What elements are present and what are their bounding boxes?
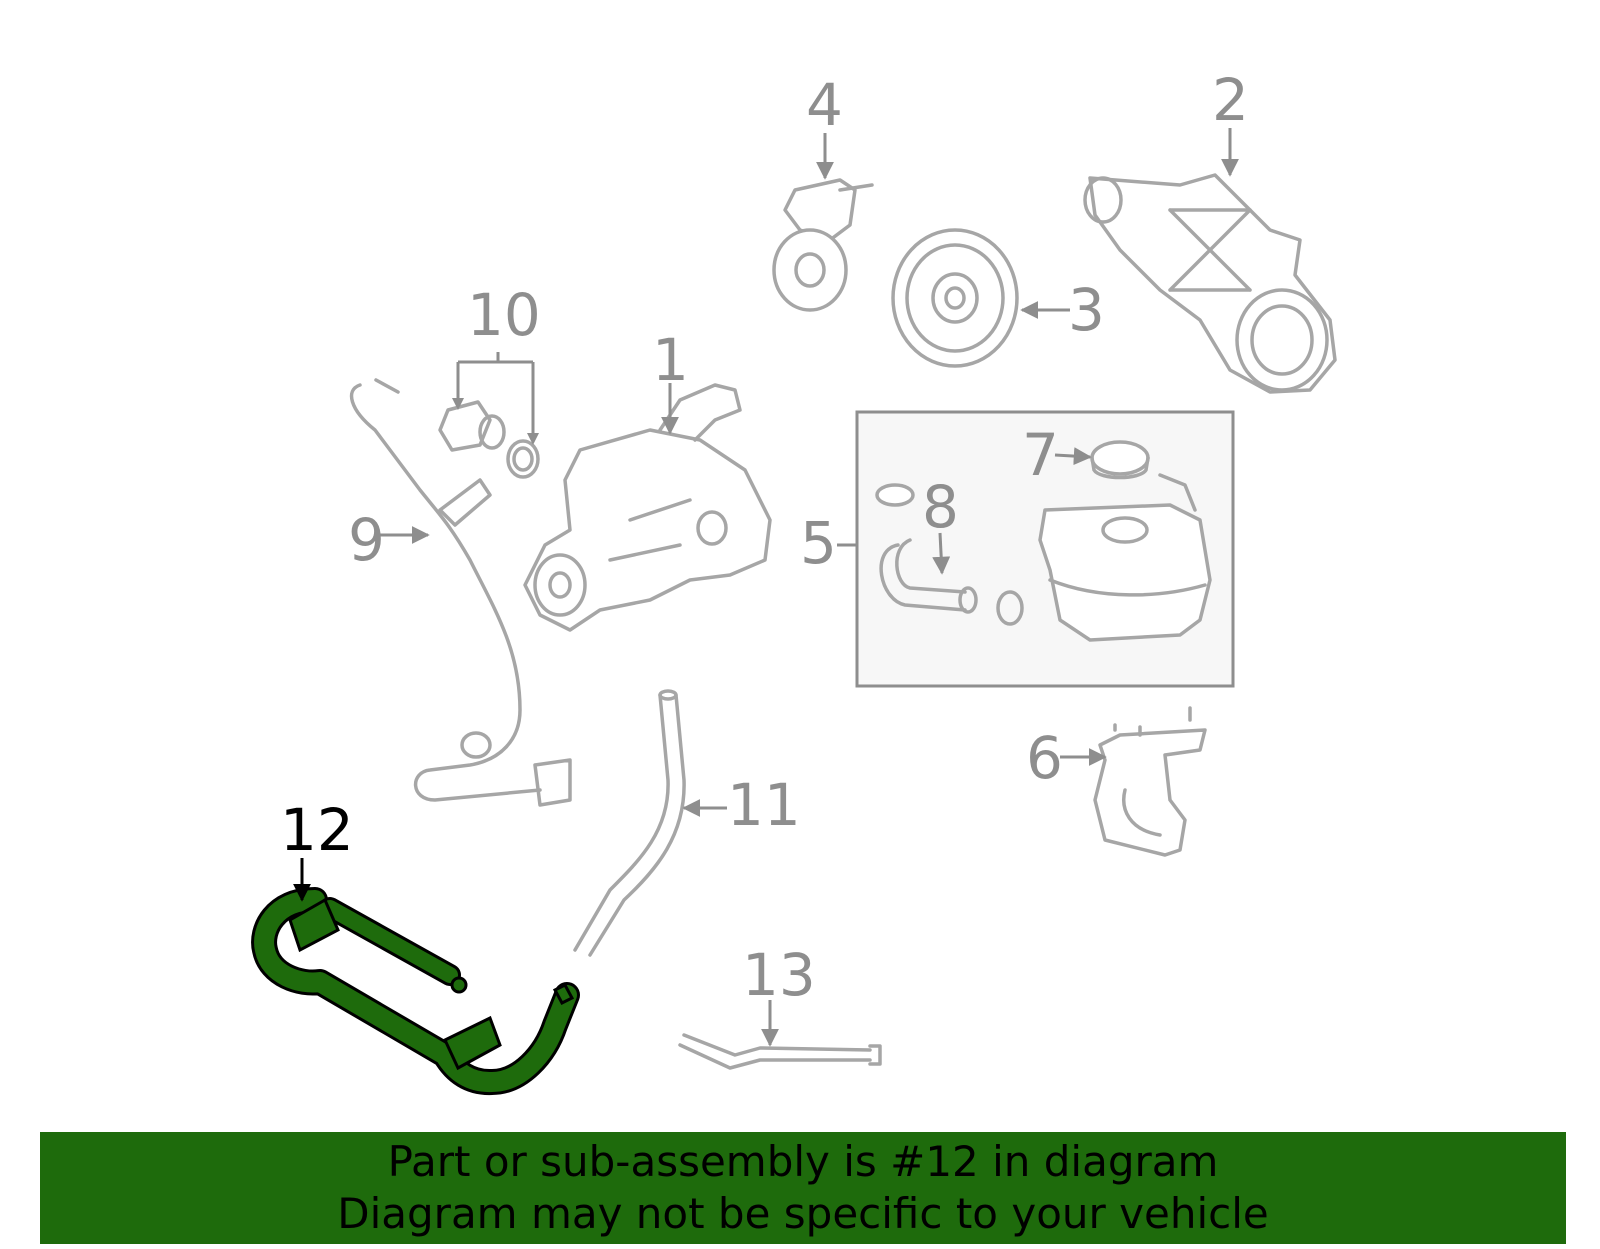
part-13-line[interactable] <box>678 1033 882 1070</box>
callout-12: 12 <box>280 796 354 864</box>
callout-9: 9 <box>348 506 385 574</box>
callout-7: 7 <box>1022 421 1059 489</box>
callout-1: 1 <box>652 326 689 394</box>
part-7-reservoir-cap[interactable] <box>1090 440 1150 480</box>
part-11-return-hose[interactable] <box>573 689 686 957</box>
part-9-pressure-hose[interactable] <box>349 378 572 807</box>
callout-13: 13 <box>742 941 816 1009</box>
part-2-bracket[interactable] <box>1083 173 1337 394</box>
part-6-mounting-bracket[interactable] <box>1093 706 1207 857</box>
part-4-belt-tensioner[interactable] <box>772 178 874 312</box>
callout-11: 11 <box>727 771 801 839</box>
part-10-fitting[interactable] <box>438 400 540 479</box>
banner-line-2: Diagram may not be specific to your vehi… <box>337 1189 1269 1238</box>
callout-4: 4 <box>806 71 843 139</box>
callout-5: 5 <box>800 509 837 577</box>
callout-2: 2 <box>1212 66 1249 134</box>
info-banner: Part or sub-assembly is #12 in diagram D… <box>40 1132 1566 1244</box>
callout-8: 8 <box>922 473 959 541</box>
part-3-pulley[interactable] <box>891 228 1019 368</box>
callout-labels: 4 2 3 10 1 9 7 8 5 6 11 12 13 <box>280 66 1249 1009</box>
part-12-cooler[interactable] <box>251 887 580 1095</box>
leader-lines <box>293 128 1239 1047</box>
part-8-reservoir-hose[interactable] <box>875 483 1024 626</box>
banner-line-1: Part or sub-assembly is #12 in diagram <box>387 1137 1219 1186</box>
callout-10: 10 <box>467 281 541 349</box>
part-5-reservoir-assembly[interactable] <box>855 410 1235 688</box>
callout-3: 3 <box>1068 276 1105 344</box>
part-1-power-steering-pump[interactable] <box>523 383 772 632</box>
callout-6: 6 <box>1026 724 1063 792</box>
